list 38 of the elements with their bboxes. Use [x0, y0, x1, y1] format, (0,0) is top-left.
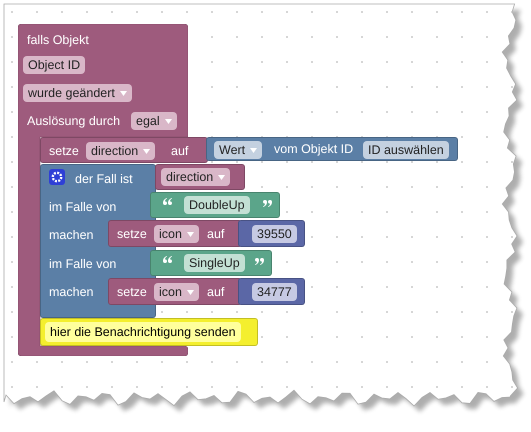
dropdown-field: Wert — [214, 141, 262, 159]
block-label: setze — [49, 144, 79, 159]
block-label: Auslösung durch — [27, 114, 120, 129]
block-label: auf — [171, 144, 188, 159]
number-block — [238, 278, 305, 305]
object-value-block — [206, 137, 458, 161]
text-field: SingleUp — [184, 254, 245, 272]
block-label: im Falle von — [49, 200, 116, 215]
comment-block — [40, 318, 258, 346]
text-field: Object ID — [23, 56, 86, 74]
number-field: 39550 — [252, 224, 297, 242]
set-variable-block — [108, 278, 242, 305]
text-field: DoubleUp — [184, 196, 250, 214]
dropdown-field: icon — [154, 225, 199, 243]
dropdown-field: wurde geändert — [23, 84, 132, 102]
string-block — [150, 192, 280, 218]
block-label: im Falle von — [49, 257, 116, 272]
variable-block — [155, 164, 245, 190]
block-label: machen — [49, 285, 94, 300]
block-label: setze — [117, 227, 147, 242]
block-label: der Fall ist — [75, 172, 133, 187]
block-label: auf — [207, 285, 224, 300]
string-block — [150, 250, 272, 276]
dropdown-field: direction — [161, 168, 230, 186]
dropdown-field: direction — [86, 142, 156, 160]
number-block — [238, 220, 305, 247]
dropdown-field: egal — [131, 112, 177, 130]
block-label: vom Objekt ID — [274, 142, 354, 157]
number-field: 34777 — [252, 282, 297, 300]
block-label: falls Objekt — [27, 33, 89, 48]
text-field: hier die Benachrichtigung senden — [45, 322, 241, 342]
set-variable-block — [40, 137, 208, 163]
block-label: setze — [117, 285, 147, 300]
text-field: ID auswählen — [363, 141, 449, 159]
block-label: auf — [207, 227, 224, 242]
dropdown-field: icon — [154, 283, 199, 301]
set-variable-block — [108, 220, 242, 247]
block-label: machen — [49, 228, 94, 243]
